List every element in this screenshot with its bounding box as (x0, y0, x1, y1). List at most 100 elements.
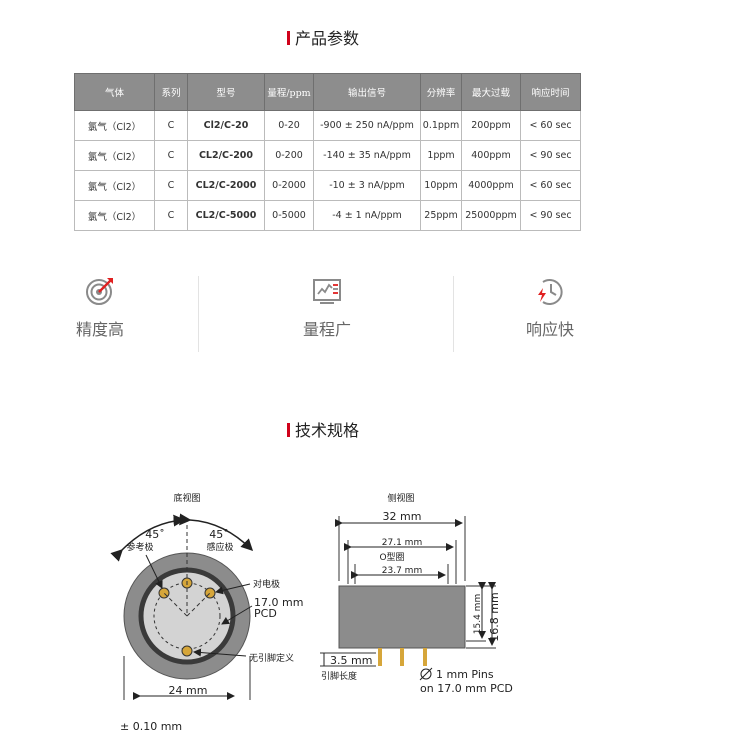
bottom-view-title: 底视图 (173, 492, 200, 504)
pin-side (423, 648, 427, 666)
angle-right-label: 45˚ (209, 528, 229, 541)
table-header-cell: 响应时间 (520, 73, 581, 111)
spec-diagram: 底视图 45˚ 45˚ 参考极 感应极 对电极 17.0 mm PCD 无引脚定… (110, 492, 513, 733)
table-header-cell: 型号 (187, 73, 265, 111)
pins-note-line1: 1 mm Pins (436, 668, 494, 681)
width-24-label: 24 mm (169, 684, 208, 697)
angle-line-right (186, 592, 211, 617)
pin-len-text: 引脚长度 (321, 670, 357, 682)
title-accent-bar (287, 31, 290, 45)
table-cell: CL2/C-200 (187, 140, 265, 171)
table-cell: < 60 sec (520, 110, 581, 141)
target-icon (86, 278, 113, 305)
table-cell: -10 ± 3 nA/ppm (313, 170, 421, 201)
counter-electrode-label: 对电极 (253, 578, 280, 590)
width-23-label: 23.7 mm (382, 566, 422, 576)
table-row: 氯气（Cl2） C CL2/C-2000 0-2000 -10 ± 3 nA/p… (74, 170, 581, 201)
table-header-cell: 量程/ppm (264, 73, 314, 111)
no-pin-leader (193, 648, 247, 657)
table-cell: -140 ± 35 nA/ppm (313, 140, 421, 171)
angle-left-label: 45˚ (145, 528, 165, 541)
diameter-icon-slash (419, 667, 433, 681)
section-title-specs: 技术规格 (287, 417, 359, 441)
table-header-cell: 输出信号 (313, 73, 421, 111)
pcd-circle (153, 582, 221, 650)
ref-electrode-label: 参考极 (126, 541, 153, 553)
pin-len-label: 3.5 mm (330, 654, 372, 667)
no-pin-label: 无引脚定义 (249, 652, 294, 664)
table-cell: C (154, 110, 188, 141)
pin-none (181, 645, 193, 657)
table-cell: 0-5000 (264, 200, 314, 231)
table-cell: CL2/C-5000 (187, 200, 265, 231)
table-header-cell: 最大过载 (461, 73, 521, 111)
chart-icon (313, 279, 341, 304)
table-cell: 0.1ppm (420, 110, 462, 141)
feature-accuracy: 精度高 (0, 276, 200, 340)
feature-divider (453, 276, 454, 352)
table-cell: < 90 sec (520, 200, 581, 231)
table-row: 氯气（Cl2） C CL2/C-5000 0-5000 -4 ± 1 nA/pp… (74, 200, 581, 231)
table-cell: 0-2000 (264, 170, 314, 201)
pcd-label: PCD (254, 607, 277, 620)
table-cell: C (154, 200, 188, 231)
height-16-label: 16.8 mm (488, 592, 501, 641)
table-cell: C (154, 170, 188, 201)
oring-label: O型圈 (379, 552, 404, 563)
feature-label: 精度高 (75, 320, 124, 339)
pin-side (400, 648, 404, 666)
table-cell: 400ppm (461, 140, 521, 171)
table-row: 氯气（Cl2） C CL2/C-200 0-200 -140 ± 35 nA/p… (74, 140, 581, 171)
tolerance-label: ± 0.10 mm (120, 720, 182, 733)
table-cell: 氯气（Cl2） (74, 140, 155, 171)
table-cell: 氯气（Cl2） (74, 110, 155, 141)
table-cell: -900 ± 250 nA/ppm (313, 110, 421, 141)
feature-label: 响应快 (525, 320, 574, 339)
table-cell: 4000ppm (461, 170, 521, 201)
table-cell: Cl2/C-20 (187, 110, 265, 141)
table-cell: 氯气（Cl2） (74, 170, 155, 201)
side-view-title: 侧视图 (387, 492, 414, 504)
table-cell: 0-200 (264, 140, 314, 171)
angle-line-left (163, 592, 188, 617)
fast-clock-icon (538, 279, 563, 305)
ref-leader (145, 554, 163, 589)
pcd-leader (221, 605, 253, 625)
table-cell: -4 ± 1 nA/ppm (313, 200, 421, 231)
table-cell: CL2/C-2000 (187, 170, 265, 201)
table-cell: C (154, 140, 188, 171)
table-header-cell: 气体 (74, 73, 155, 111)
feature-divider (198, 276, 199, 352)
table-header-cell: 系列 (154, 73, 188, 111)
table-row: 氯气（Cl2） C Cl2/C-20 0-20 -900 ± 250 nA/pp… (74, 110, 581, 141)
table-header-cell: 分辨率 (420, 73, 462, 111)
section-title-params: 产品参数 (287, 25, 359, 49)
counter-leader (215, 583, 251, 595)
feature-range: 量程广 (227, 276, 427, 340)
feature-label: 量程广 (302, 320, 351, 339)
section-title-params-text: 产品参数 (295, 29, 360, 48)
section-title-specs-text: 技术规格 (295, 421, 360, 440)
sensor-body-side (338, 585, 466, 649)
title-accent-bar (287, 423, 290, 437)
height-15-label: 15.4 mm (473, 594, 483, 634)
table-cell: 25ppm (420, 200, 462, 231)
pins-note-line2: on 17.0 mm PCD (420, 682, 513, 695)
pcd-value-label: 17.0 mm (254, 596, 303, 609)
width-27-label: 27.1 mm (382, 538, 422, 548)
sense-electrode-label: 感应极 (206, 541, 233, 553)
table-cell: < 60 sec (520, 170, 581, 201)
table-cell: < 90 sec (520, 140, 581, 171)
table-cell: 25000ppm (461, 200, 521, 231)
table-header-row: 气体 系列 型号 量程/ppm 输出信号 分辨率 最大过载 响应时间 (74, 73, 581, 111)
params-table: 气体 系列 型号 量程/ppm 输出信号 分辨率 最大过载 响应时间 氯气（Cl… (74, 73, 581, 231)
table-cell: 1ppm (420, 140, 462, 171)
table-cell: 氯气（Cl2） (74, 200, 155, 231)
table-cell: 10ppm (420, 170, 462, 201)
diameter-icon (420, 668, 432, 680)
width-32-label: 32 mm (383, 510, 422, 523)
angle-arc-left (110, 514, 186, 562)
angle-arc-right (179, 513, 254, 552)
pin-side (378, 648, 382, 666)
table-cell: 0-20 (264, 110, 314, 141)
